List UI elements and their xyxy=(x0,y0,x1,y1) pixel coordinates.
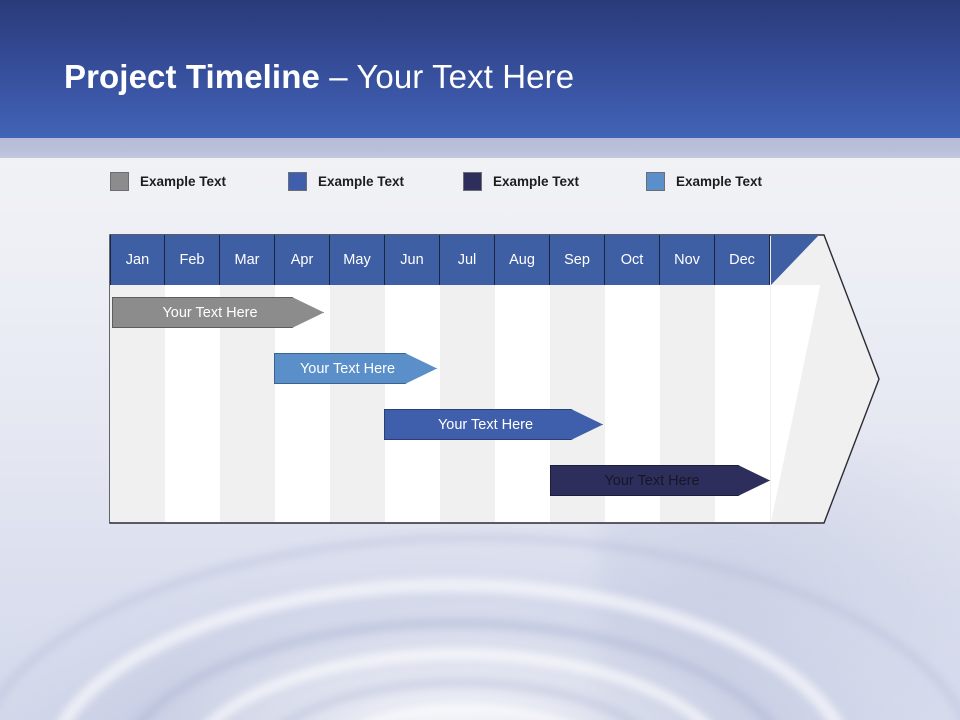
page-title-light: – Your Text Here xyxy=(319,58,575,95)
legend-color-swatch xyxy=(110,171,129,191)
legend-item[interactable]: Example Text xyxy=(463,170,579,192)
slide-header-banner xyxy=(0,0,960,138)
legend-color-swatch xyxy=(463,171,482,191)
timeline-grid-column xyxy=(385,285,440,522)
legend-item-label: Example Text xyxy=(493,173,580,189)
timeline-task-bar[interactable]: Your Text Here xyxy=(274,353,437,384)
timeline-task-bar-label: Your Text Here xyxy=(437,416,534,433)
legend-item-label: Example Text xyxy=(676,173,763,189)
ripple-ring xyxy=(0,533,960,720)
timeline-task-bar[interactable]: Your Text Here xyxy=(384,409,603,440)
month-header-cell[interactable]: Dec xyxy=(715,235,770,285)
timeline-grid-columns xyxy=(110,285,771,522)
timeline-grid-column xyxy=(440,285,495,522)
legend-item[interactable]: Example Text xyxy=(110,170,226,192)
legend-color-swatch xyxy=(288,171,307,191)
month-header-cell[interactable]: Jun xyxy=(385,235,440,285)
timeline-task-bar[interactable]: Your Text Here xyxy=(112,297,324,328)
month-header-cell[interactable]: Jan xyxy=(110,235,165,285)
month-header-cell[interactable]: Oct xyxy=(605,235,660,285)
legend-item-label: Example Text xyxy=(140,173,227,189)
page-title: Project Timeline – Your Text Here xyxy=(64,58,574,96)
timeline-task-bar[interactable]: Your Text Here xyxy=(550,465,770,496)
timeline-grid-column xyxy=(330,285,385,522)
month-header-cell[interactable]: May xyxy=(330,235,385,285)
month-header-cell[interactable]: Mar xyxy=(220,235,275,285)
month-header-cell[interactable]: Nov xyxy=(660,235,715,285)
header-accent-band xyxy=(0,138,960,158)
month-header-cell[interactable]: Feb xyxy=(165,235,220,285)
timeline-task-bar-label: Your Text Here xyxy=(162,304,258,321)
month-header-cell[interactable]: Aug xyxy=(495,235,550,285)
legend-item-label: Example Text xyxy=(318,173,405,189)
page-title-strong: Project Timeline xyxy=(64,58,320,95)
legend-item[interactable]: Example Text xyxy=(288,170,404,192)
legend-item[interactable]: Example Text xyxy=(646,170,762,192)
timeline-task-bar-label: Your Text Here xyxy=(299,360,396,377)
legend: Example Text Example Text Example Text Exam… xyxy=(0,170,960,196)
timeline-task-bar-label: Your Text Here xyxy=(604,472,700,489)
month-header-cell[interactable]: Sep xyxy=(550,235,605,285)
month-header-cell[interactable]: Apr xyxy=(275,235,330,285)
legend-color-swatch xyxy=(646,171,665,191)
timeline-grid-column xyxy=(495,285,550,522)
month-header-cell[interactable]: Jul xyxy=(440,235,495,285)
